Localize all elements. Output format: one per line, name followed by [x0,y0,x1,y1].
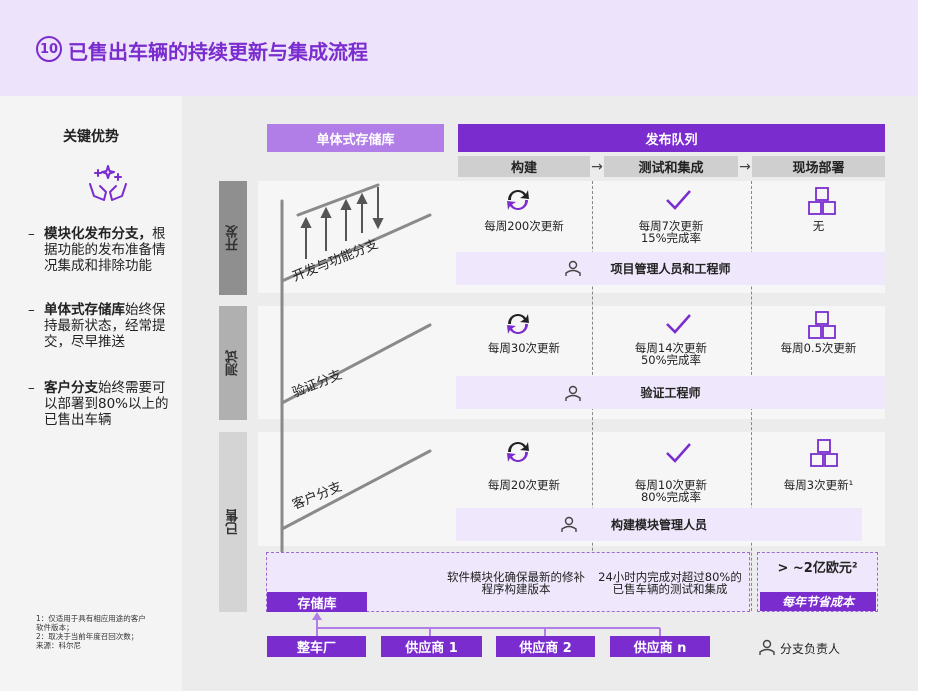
page-title: 已售出车辆的持续更新与集成流程 [68,40,368,64]
build-rate: 每周30次更新 [487,341,561,355]
arrow-right-icon: → [591,158,603,175]
deploy-rate: 每周0.5次更新 [780,341,857,355]
completion-rate: 15%完成率 [640,231,702,245]
cubes-icon [808,438,840,468]
sidebar-heading: 关键优势 [63,129,119,145]
cubes-icon [806,310,838,340]
row-label-sold: 已售 [219,432,247,612]
sidebar-bullet: –客户分支始终需要可以部署到80%以上的已售出车辆 [28,380,169,428]
stage-test: 测试和集成 [604,156,738,177]
deploy-rate: 无 [812,219,825,233]
sidebar [0,96,182,691]
cubes-icon [806,186,838,216]
refresh-icon [504,310,532,338]
sidebar-bullet: –模块化发布分支，根据功能的发布准备情况集成和排除功能 [28,226,166,274]
row-label-dev: 开发 [219,181,247,295]
build-rate: 每周200次更新 [484,219,564,233]
section-number: 10 [36,36,62,62]
checkmark-icon [664,188,692,212]
test-rate: 每周14次更新 [634,341,708,355]
person-icon [560,515,578,533]
build-rate: 每周20次更新 [487,478,561,492]
person-icon [758,638,776,656]
hands-sparkle-icon [86,162,130,202]
person-icon [564,259,582,277]
role-band: 构建模块管理人员 [456,508,862,541]
savings-label: 每年节省成本 [760,592,876,611]
branch-tree [280,183,432,603]
person-icon [564,384,582,402]
arrow-right-icon: → [739,158,751,175]
supplier-2: 供应商 2 [496,636,595,657]
stage-deploy: 现场部署 [752,156,885,177]
supplier-1: 供应商 1 [381,636,482,657]
test-rate: 每周7次更新 [638,219,704,233]
footnote: 2：取决于当前年度召回次数； [36,632,139,641]
release-queue-header: 发布队列 [458,124,885,152]
deploy-rate: 每周3次更新¹ [783,478,854,492]
checkmark-icon [664,441,692,465]
header-band [0,0,918,96]
footnote: 1：仅适用于具有相应用途的客户 [36,614,146,623]
supplier-n: 供应商 n [610,636,710,657]
savings-value: > ~2亿欧元² [777,561,858,576]
modularity-note: 软件模块化确保最新的修补程序构建版本 [447,570,585,596]
supplier-connectors [312,612,661,636]
sidebar-bullet: –单体式存储库始终保持最新状态，经常提交，尽早推送 [28,302,166,350]
footnote: 来源：科尔尼 [36,641,81,650]
refresh-icon [504,186,532,214]
testing-note: 24小时内完成对超过80%的已售车辆的测试和集成 [598,570,742,596]
role-band: 验证工程师 [456,376,885,409]
row-label-test: 测试 [219,306,247,420]
legend-label: 分支负责人 [780,642,841,656]
repo-header: 单体式存储库 [267,124,444,152]
repo-label: 存储库 [267,592,367,612]
role-band: 项目管理人员和工程师 [456,252,885,285]
supplier-oem: 整车厂 [267,636,366,657]
completion-rate: 80%完成率 [640,490,702,504]
refresh-icon [504,438,532,466]
test-rate: 每周10次更新 [634,478,708,492]
footnote: 软件版本； [36,623,74,632]
stage-build: 构建 [458,156,590,177]
completion-rate: 50%完成率 [640,353,702,367]
checkmark-icon [664,312,692,336]
